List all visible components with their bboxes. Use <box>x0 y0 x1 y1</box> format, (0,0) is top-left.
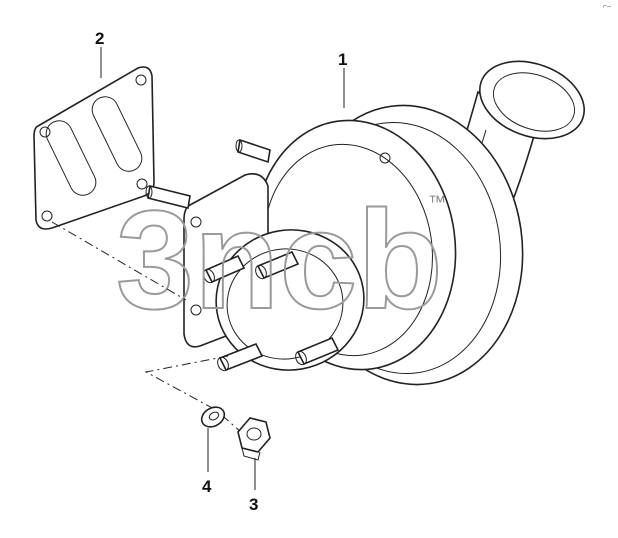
callout-3: 3 <box>249 495 258 514</box>
washer-part <box>200 406 226 428</box>
centerline-gasket <box>51 221 187 301</box>
stud-front-1 <box>203 254 246 284</box>
stud-front-2 <box>255 250 300 280</box>
stud-top-left <box>235 138 271 164</box>
callout-4: 4 <box>202 477 212 496</box>
gasket-part <box>33 66 155 230</box>
watermark: 3ncb ™ <box>115 180 446 339</box>
corner-mark: ⌐– <box>603 3 611 10</box>
centerline-hardware <box>144 355 251 441</box>
svg-text:™: ™ <box>428 192 446 212</box>
turbocharger-part <box>145 60 586 386</box>
nut-part <box>237 417 271 461</box>
callout-1: 1 <box>338 50 347 69</box>
stud-mid-left <box>145 185 191 209</box>
svg-text:3ncb: 3ncb <box>116 181 443 338</box>
stud-front-4 <box>295 336 340 366</box>
callout-2: 2 <box>95 29 104 48</box>
